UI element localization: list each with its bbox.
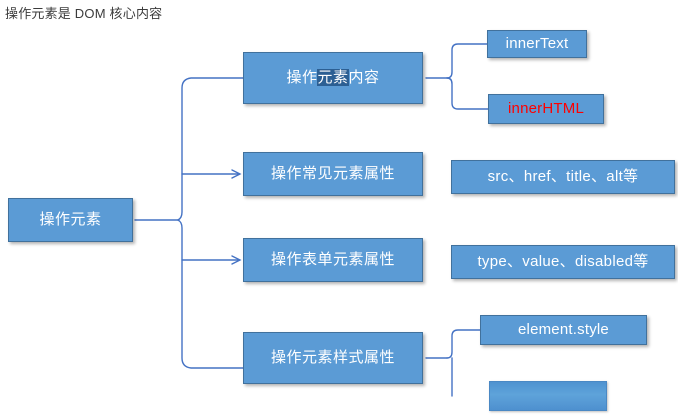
node-root[interactable]: 操作元素 [8,198,133,242]
node-operate-element-content-label: 操作元素内容 [286,68,380,87]
node-operate-common-attributes-label: 操作常见元素属性 [270,164,395,182]
node-common-attribute-list[interactable]: src、href、title、alt等 [451,160,675,194]
connector-content-innertext [446,43,488,79]
arrow-head-common [231,169,242,179]
node-common-attribute-list-label: src、href、title、alt等 [487,167,639,185]
node-operate-style-attributes-label: 操作元素样式属性 [270,348,395,366]
node-form-attribute-list[interactable]: type、value、disabled等 [451,245,675,279]
label-part-after: 内容 [348,68,380,86]
node-root-label: 操作元素 [39,210,102,228]
connector-content-innerhtml [446,77,489,110]
connector-style-elstyle [446,329,481,359]
node-operate-common-attributes[interactable]: 操作常见元素属性 [243,152,423,196]
node-operate-style-attributes[interactable]: 操作元素样式属性 [243,332,423,384]
node-element-style[interactable]: element.style [480,315,647,345]
node-operate-element-content[interactable]: 操作元素内容 [243,52,423,104]
node-innertext[interactable]: innerText [487,30,587,58]
connector-branch-content [177,77,244,221]
node-element-style-label: element.style [518,320,609,338]
node-operate-form-attributes-label: 操作表单元素属性 [270,250,395,268]
node-operate-form-attributes[interactable]: 操作表单元素属性 [243,238,423,282]
node-innerhtml-label: innerHTML [508,99,584,117]
label-part-selected: 元素 [317,68,349,86]
node-form-attribute-list-label: type、value、disabled等 [477,252,649,270]
node-innertext-label: innerText [505,34,569,52]
node-style-secondary-clipped[interactable] [489,381,607,411]
connector-branch-style [177,219,244,369]
arrow-head-form [231,255,242,265]
node-innerhtml[interactable]: innerHTML [488,94,604,124]
label-part-before: 操作 [286,68,318,86]
page-title: 操作元素是 DOM 核心内容 [5,6,163,21]
